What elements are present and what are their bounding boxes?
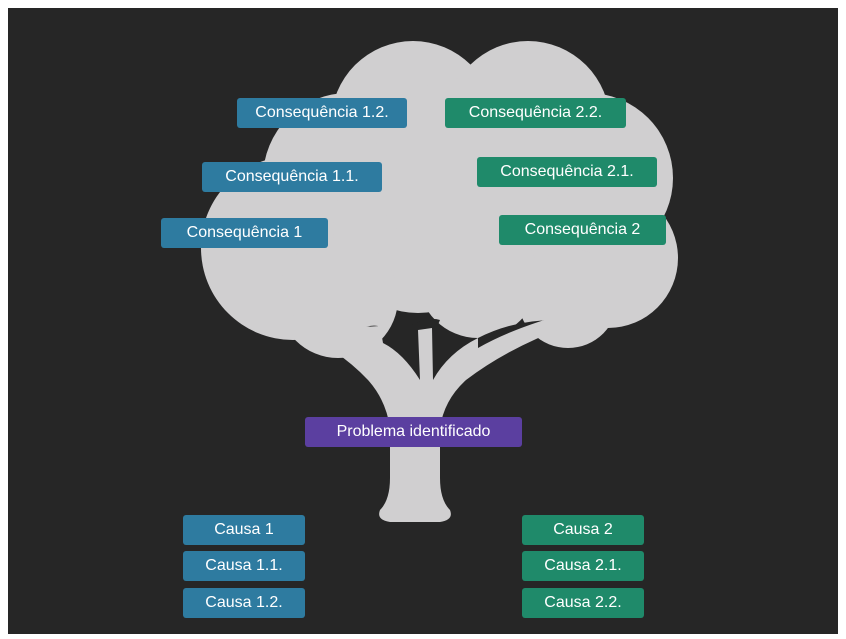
consequence-1-1-label: Consequência 1.1. [202, 162, 382, 192]
cause-1-2-label: Causa 1.2. [183, 588, 305, 618]
cause-2-1-label: Causa 2.1. [522, 551, 644, 581]
cause-2-2-label: Causa 2.2. [522, 588, 644, 618]
cause-2-label: Causa 2 [522, 515, 644, 545]
cause-1-label: Causa 1 [183, 515, 305, 545]
consequence-2-label: Consequência 2 [499, 215, 666, 245]
slide-canvas: Consequência 1.2. Consequência 1.1. Cons… [8, 8, 838, 634]
consequence-2-2-label: Consequência 2.2. [445, 98, 626, 128]
cause-1-1-label: Causa 1.1. [183, 551, 305, 581]
problem-label: Problema identificado [305, 417, 522, 447]
consequence-1-2-label: Consequência 1.2. [237, 98, 407, 128]
consequence-2-1-label: Consequência 2.1. [477, 157, 657, 187]
tree-illustration [201, 41, 678, 522]
consequence-1-label: Consequência 1 [161, 218, 328, 248]
tree-crown [201, 41, 678, 358]
